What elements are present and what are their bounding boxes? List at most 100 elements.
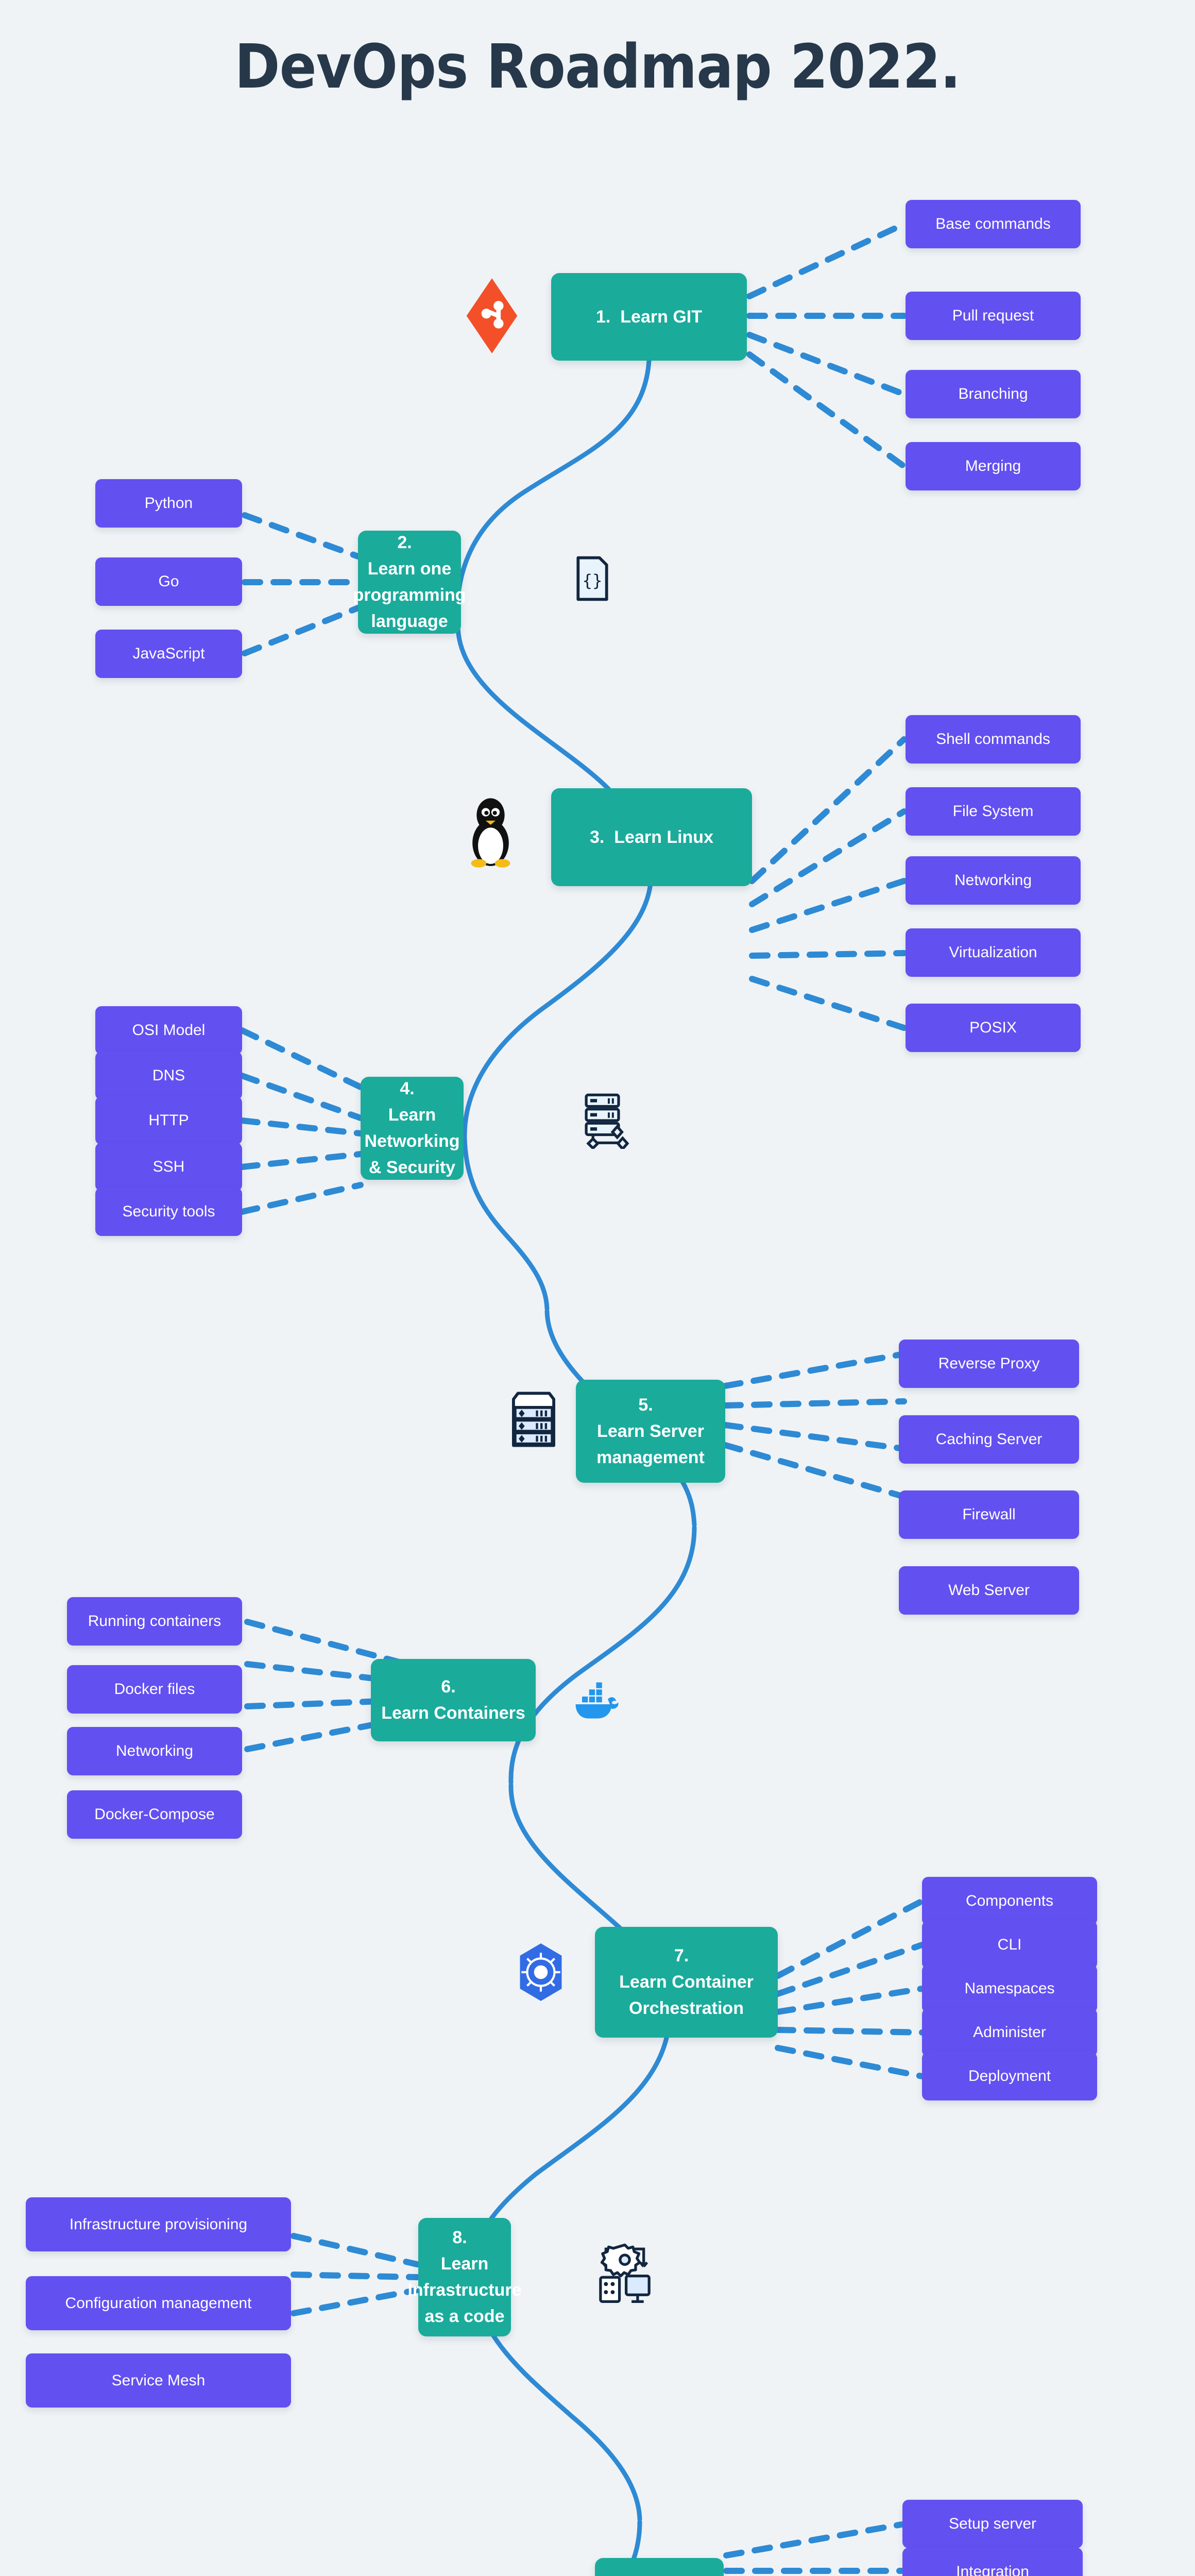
leaf-networking-containers[interactable]: Networking [67, 1727, 242, 1775]
leaf-setup-server[interactable]: Setup server [902, 2500, 1083, 2548]
node-learn-git[interactable]: 1. Learn GIT [551, 273, 747, 361]
node-learn-ci-cd[interactable]: 9. Learn CI/CD [595, 2558, 724, 2576]
leaf-label: Integration [956, 2563, 1029, 2576]
leaf-label: Base commands [935, 215, 1051, 232]
kubernetes-helm-icon [515, 1941, 567, 2003]
node-title: Learn one programming language [353, 559, 466, 631]
node-learn-container-orchestration[interactable]: 7. Learn Container Orchestration [595, 1927, 778, 2038]
leaf-label: Networking [954, 872, 1032, 889]
leaf-python[interactable]: Python [95, 479, 242, 528]
node-number: 7. [674, 1946, 689, 1965]
leaf-firewall[interactable]: Firewall [899, 1490, 1079, 1539]
leaf-label: Python [144, 495, 193, 512]
leaf-branching[interactable]: Branching [906, 370, 1081, 418]
leaf-label: Configuration management [65, 2294, 252, 2312]
leaf-label: Docker files [114, 1681, 195, 1698]
leaf-label: Merging [965, 457, 1021, 474]
node-number: 2. [397, 533, 412, 552]
node-number: 1. [596, 307, 611, 327]
leaf-ssh[interactable]: SSH [95, 1143, 242, 1191]
page-title: DevOps Roadmap 2022. [234, 31, 961, 102]
node-title: Learn GIT [620, 307, 702, 327]
leaf-label: Firewall [962, 1506, 1016, 1523]
node-title: Learn Containers [381, 1703, 525, 1723]
node-learn-linux[interactable]: 3. Learn Linux [551, 788, 752, 886]
leaf-label: Virtualization [949, 944, 1037, 961]
leaf-configuration-management[interactable]: Configuration management [26, 2276, 291, 2330]
server-rack-icon [510, 1391, 557, 1448]
leaf-docker-files[interactable]: Docker files [67, 1665, 242, 1714]
leaf-label: Deployment [968, 2067, 1051, 2084]
node-learn-server-management[interactable]: 5. Learn Server management [576, 1380, 725, 1483]
node-learn-infrastructure-as-code[interactable]: 8. Learn Infrastructure as a code [407, 2218, 522, 2336]
leaf-label: POSIX [969, 1019, 1017, 1036]
node-learn-networking-security[interactable]: 4. Learn Networking & Security [361, 1077, 464, 1180]
leaf-label: Web Server [948, 1582, 1030, 1599]
node-number: 3. [590, 827, 605, 847]
leaf-label: Caching Server [935, 1431, 1043, 1448]
leaf-posix[interactable]: POSIX [906, 1004, 1081, 1052]
leaf-web-server[interactable]: Web Server [899, 1566, 1079, 1615]
node-number: 4. [400, 1079, 415, 1098]
leaf-label: Namespaces [964, 1980, 1055, 1997]
leaf-label: Infrastructure provisioning [69, 2215, 248, 2233]
leaf-go[interactable]: Go [95, 557, 242, 606]
leaf-osi-model[interactable]: OSI Model [95, 1006, 242, 1055]
node-number: 6. [441, 1677, 456, 1697]
leaf-label: Branching [958, 385, 1028, 402]
leaf-label: JavaScript [132, 645, 205, 662]
leaf-label: DNS [152, 1067, 185, 1084]
infrastructure-gear-icon [596, 2241, 653, 2308]
leaf-components[interactable]: Components [922, 1877, 1097, 1925]
leaf-deployment[interactable]: Deployment [922, 2052, 1097, 2100]
git-logo-icon [464, 277, 520, 354]
leaf-reverse-proxy[interactable]: Reverse Proxy [899, 1340, 1079, 1388]
node-title: Learn Infrastructure as a code [407, 2254, 522, 2326]
leaf-virtualization[interactable]: Virtualization [906, 928, 1081, 977]
leaf-networking[interactable]: Networking [906, 856, 1081, 905]
leaf-merging[interactable]: Merging [906, 442, 1081, 490]
leaf-label: Setup server [948, 2515, 1037, 2532]
leaf-service-mesh[interactable]: Service Mesh [26, 2353, 291, 2408]
leaf-namespaces[interactable]: Namespaces [922, 1964, 1097, 2013]
network-server-icon [582, 1092, 634, 1149]
leaf-shell-commands[interactable]: Shell commands [906, 715, 1081, 764]
node-title: Learn Networking & Security [364, 1105, 460, 1177]
leaf-label: Running containers [88, 1613, 221, 1630]
leaf-label: Networking [115, 1742, 194, 1759]
node-number: 5. [638, 1395, 653, 1415]
leaf-label: Security tools [122, 1203, 215, 1220]
leaf-security-tools[interactable]: Security tools [95, 1188, 242, 1236]
leaf-label: Service Mesh [111, 2371, 206, 2389]
leaf-http[interactable]: HTTP [95, 1096, 242, 1145]
docker-whale-icon [572, 1679, 623, 1722]
node-title: Learn Server management [596, 1421, 705, 1467]
leaf-caching-server[interactable]: Caching Server [899, 1415, 1079, 1464]
leaf-base-commands[interactable]: Base commands [906, 200, 1081, 248]
leaf-pull-request[interactable]: Pull request [906, 292, 1081, 340]
leaf-label: Reverse Proxy [938, 1355, 1040, 1372]
leaf-infrastructure-provisioning[interactable]: Infrastructure provisioning [26, 2197, 291, 2251]
node-learn-programming-language[interactable]: 2. Learn one programming language [353, 531, 466, 634]
node-learn-containers[interactable]: 6. Learn Containers [371, 1659, 536, 1741]
leaf-label: File System [952, 803, 1034, 820]
leaf-label: Docker-Compose [94, 1806, 215, 1823]
leaf-label: OSI Model [132, 1022, 206, 1039]
leaf-administer[interactable]: Administer [922, 2008, 1097, 2057]
leaf-integration[interactable]: Integration [902, 2548, 1083, 2576]
leaf-file-system[interactable]: File System [906, 787, 1081, 836]
svg-text:{}: {} [583, 571, 603, 590]
leaf-label: Go [158, 573, 179, 590]
leaf-label: Pull request [952, 307, 1034, 324]
leaf-javascript[interactable]: JavaScript [95, 630, 242, 678]
leaf-label: Shell commands [936, 731, 1050, 748]
leaf-label: Components [965, 1892, 1054, 1909]
leaf-docker-compose[interactable]: Docker-Compose [67, 1790, 242, 1839]
leaf-dns[interactable]: DNS [95, 1052, 242, 1100]
leaf-label: SSH [152, 1158, 185, 1175]
leaf-cli[interactable]: CLI [922, 1921, 1097, 1969]
leaf-label: CLI [997, 1936, 1022, 1953]
node-title: Learn Linux [614, 827, 713, 847]
leaf-running-containers[interactable]: Running containers [67, 1597, 242, 1646]
